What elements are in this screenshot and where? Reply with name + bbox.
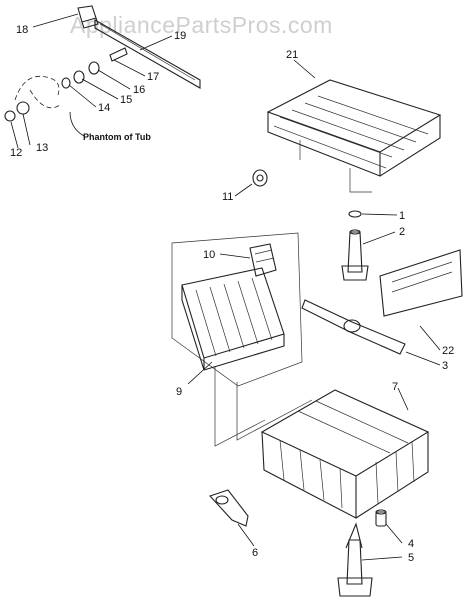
callout-11: 11 (222, 191, 233, 203)
watermark: AppliancePartsPros.com (70, 12, 333, 38)
manifold-tube-part (341, 229, 369, 281)
spray-hub-part (209, 489, 249, 527)
wash-tube-part (337, 522, 373, 597)
callout-1: 1 (399, 210, 405, 222)
callout-5: 5 (408, 552, 414, 564)
callout-14: 14 (98, 102, 110, 114)
callout-10: 10 (203, 249, 215, 261)
bushing-part (375, 509, 387, 527)
callout-18: 18 (16, 24, 28, 36)
callout-13: 13 (36, 142, 48, 154)
callout-12: 12 (10, 147, 22, 159)
callout-19: 19 (174, 30, 186, 42)
callout-17: 17 (147, 71, 159, 83)
callout-22: 22 (442, 345, 454, 357)
leader-lines (10, 13, 441, 561)
phantom-of-tub-label: Phantom of Tub (83, 132, 151, 142)
upper-rack-part (266, 79, 442, 193)
callout-16: 16 (133, 84, 145, 96)
rack-rail-part (94, 19, 201, 89)
basket-lid-part (249, 243, 277, 277)
callout-labels: 18 19 17 16 15 14 13 12 Phantom of Tub 2… (10, 24, 454, 564)
knob-part (252, 169, 268, 187)
utensil-basket-part (379, 249, 463, 317)
callout-9: 9 (176, 386, 182, 398)
callout-6: 6 (252, 547, 258, 559)
cutlery-basket-part (181, 267, 285, 371)
spray-arm-part (301, 299, 406, 355)
callout-7: 7 (392, 381, 398, 393)
callout-21: 21 (286, 49, 298, 61)
callout-4: 4 (408, 538, 414, 550)
callout-15: 15 (120, 94, 132, 106)
assembly-guide-line (214, 366, 313, 447)
o-ring-part (348, 210, 362, 218)
lower-rack-part (260, 389, 430, 519)
callout-3: 3 (442, 360, 448, 372)
cutlery-basket-group-frame (171, 232, 303, 387)
callout-2: 2 (399, 226, 405, 238)
